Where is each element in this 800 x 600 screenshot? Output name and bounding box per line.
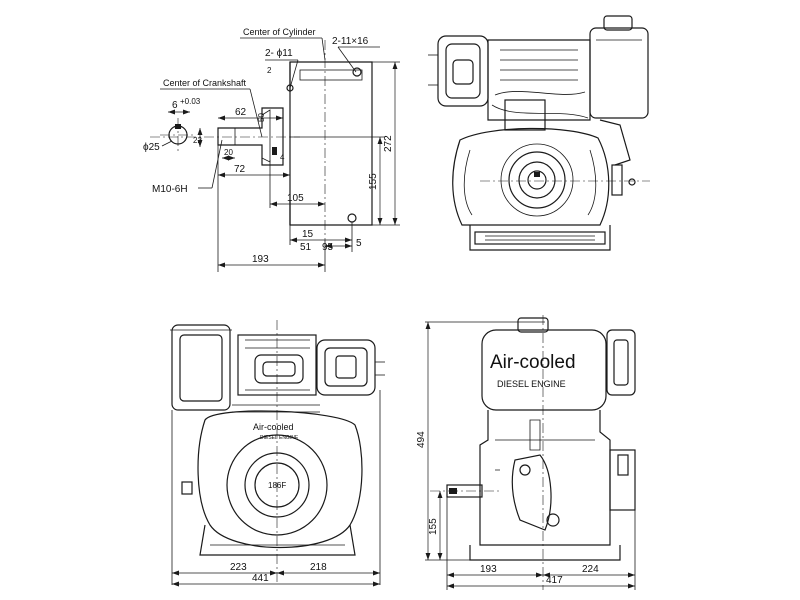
dim-193-side: 193 xyxy=(480,564,497,575)
dim-2: 2 xyxy=(267,66,272,75)
dim-95: 95 xyxy=(322,242,334,253)
dim-50: 50 xyxy=(257,113,266,122)
thread-spec-label: M10-6H xyxy=(152,184,188,195)
dim-5: 5 xyxy=(356,238,362,249)
dim-62: 62 xyxy=(235,107,247,118)
dim-218: 218 xyxy=(310,562,327,573)
dim-155-side: 155 xyxy=(428,518,439,535)
key-tolerance-label: +0.03 xyxy=(180,97,201,106)
dim-272: 272 xyxy=(383,135,394,152)
dim-494: 494 xyxy=(416,431,427,448)
engine-side-view: Air-cooled DIESEL ENGINE 494 155 193 224 xyxy=(416,315,636,590)
shaft-diameter-label: ϕ25 xyxy=(143,142,160,153)
bolt-hole-spec-label: 2- ϕ11 xyxy=(265,48,293,59)
dim-441: 441 xyxy=(252,573,269,584)
engine-rear-view xyxy=(428,15,650,251)
dim-51: 51 xyxy=(300,242,312,253)
dim-15: 15 xyxy=(302,229,314,240)
dim-193-top: 193 xyxy=(252,254,269,265)
dim-20: 20 xyxy=(224,148,233,157)
center-of-cylinder-label: Center of Cylinder xyxy=(243,27,316,37)
dim-155-top: 155 xyxy=(368,173,379,190)
key-width-label: 6 xyxy=(172,100,178,111)
dim-22: 22 xyxy=(193,136,202,145)
engine-front-view: Air-cooled DIESEL ENGINE 186F 223 218 44… xyxy=(170,320,385,587)
center-of-crankshaft-label: Center of Crankshaft xyxy=(163,78,247,88)
dim-417: 417 xyxy=(546,575,563,586)
dim-224: 224 xyxy=(582,564,599,575)
dim-72: 72 xyxy=(234,164,246,175)
dim-4: 4 xyxy=(280,153,285,162)
mounting-dimension-view: Center of Cylinder 2-11×16 2- ϕ11 2 Cent… xyxy=(143,27,400,272)
side-badge-text: Air-cooled xyxy=(490,352,576,373)
front-badge-subtext: DIESEL ENGINE xyxy=(260,435,299,441)
dim-223: 223 xyxy=(230,562,247,573)
slot-hole-spec-label: 2-11×16 xyxy=(332,36,369,47)
side-badge-subtext: DIESEL ENGINE xyxy=(497,379,566,389)
dim-105: 105 xyxy=(287,193,304,204)
front-badge-text: Air-cooled xyxy=(253,422,294,432)
